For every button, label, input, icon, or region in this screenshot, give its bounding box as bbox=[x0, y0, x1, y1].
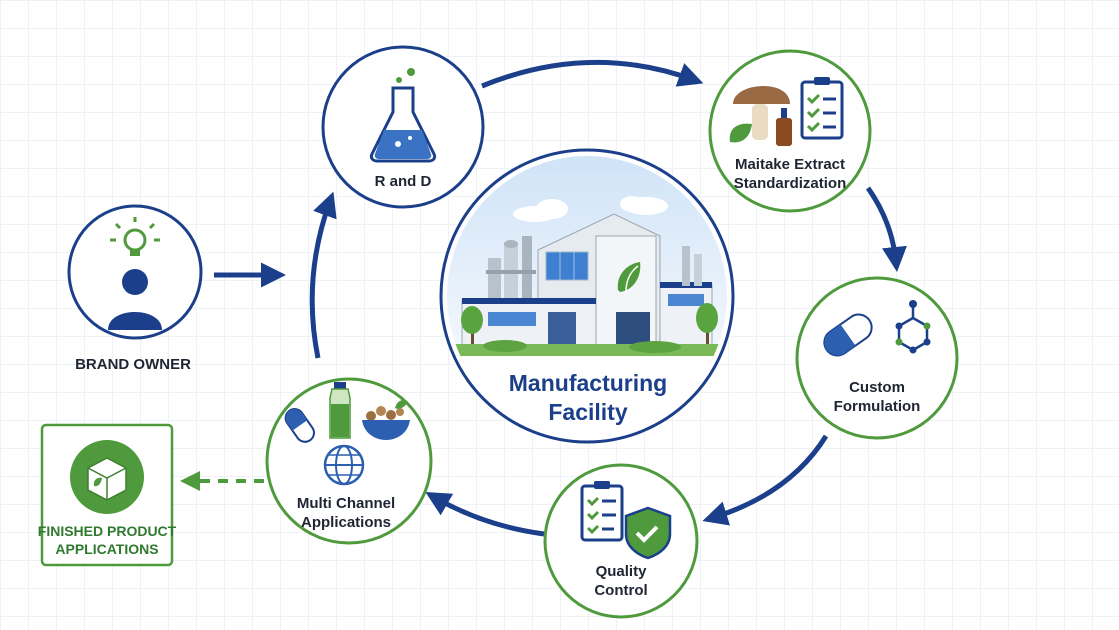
brand-owner-node bbox=[67, 204, 203, 340]
person-icon bbox=[108, 269, 162, 330]
manufacturing-facility-label: Manufacturing Facility bbox=[509, 369, 667, 427]
r-and-d-node bbox=[321, 45, 485, 209]
r-and-d-text: R and D bbox=[374, 173, 432, 190]
molecule-icon bbox=[895, 300, 931, 354]
flask-icon bbox=[369, 68, 437, 163]
maitake-label: Maitake Extract Standardization bbox=[734, 155, 847, 193]
arrow-formulation-to-qc bbox=[702, 434, 829, 526]
multi-channel-line1: Multi Channel bbox=[296, 495, 396, 512]
custom-formulation-line1: Custom bbox=[849, 379, 905, 396]
capsule-icon bbox=[284, 408, 315, 443]
maitake-node bbox=[708, 49, 872, 213]
brand-owner-label: BRAND OWNER bbox=[75, 355, 191, 374]
maitake-line2: Standardization bbox=[733, 175, 847, 192]
quality-control-line1: Quality bbox=[595, 563, 647, 580]
multi-channel-label: Multi Channel Applications bbox=[297, 494, 395, 532]
finished-product-node bbox=[40, 423, 174, 567]
bottle-icon bbox=[329, 382, 351, 439]
multi-channel-node bbox=[265, 377, 433, 545]
dropper-bottle-icon bbox=[776, 108, 792, 146]
arrow-rd-to-maitake bbox=[481, 59, 704, 89]
center-title-line2: Facility bbox=[548, 399, 628, 425]
checklist-icon bbox=[800, 77, 844, 140]
center-title-line1: Manufacturing bbox=[508, 370, 668, 396]
arrow-maitake-to-formulation bbox=[865, 186, 907, 272]
lightbulb-icon bbox=[110, 217, 160, 256]
capsule-icon bbox=[823, 313, 873, 357]
brand-owner-text: BRAND OWNER bbox=[75, 356, 191, 373]
box-icon bbox=[87, 457, 127, 501]
custom-formulation-node bbox=[795, 276, 959, 440]
leaf-icon bbox=[729, 123, 752, 143]
maitake-line1: Maitake Extract bbox=[734, 156, 846, 173]
custom-formulation-line2: Formulation bbox=[833, 398, 921, 415]
arrow-qc-to-multichannel bbox=[425, 491, 545, 537]
quality-control-node bbox=[543, 463, 699, 619]
multi-channel-line2: Applications bbox=[300, 514, 392, 531]
manufacturing-facility-node bbox=[439, 148, 735, 444]
arrow-multichannel-to-rd bbox=[309, 191, 337, 359]
custom-formulation-label: Custom Formulation bbox=[834, 378, 921, 416]
bowl-icon bbox=[362, 400, 410, 440]
finished-product-line2: APPLICATIONS bbox=[55, 541, 159, 557]
shield-check-icon bbox=[624, 506, 672, 560]
quality-control-label: Quality Control bbox=[594, 562, 647, 600]
globe-icon bbox=[323, 444, 365, 486]
finished-product-line1: FINISHED PRODUCT bbox=[37, 523, 177, 539]
finished-product-label: FINISHED PRODUCT APPLICATIONS bbox=[38, 522, 176, 558]
flow-arrows bbox=[180, 59, 907, 537]
checklist-icon bbox=[580, 481, 624, 542]
quality-control-line2: Control bbox=[594, 582, 648, 599]
r-and-d-label: R and D bbox=[375, 172, 432, 191]
mushroom-icon bbox=[733, 85, 790, 140]
